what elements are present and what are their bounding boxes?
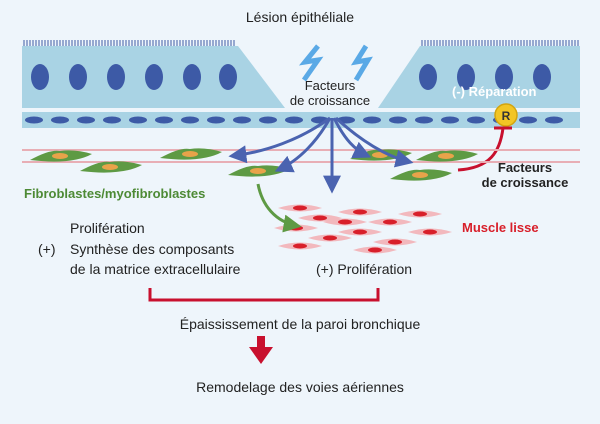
muscle-nucleus <box>313 215 327 221</box>
basal-nucleus <box>129 116 147 124</box>
epithelial-nucleus <box>145 64 163 90</box>
fibroblast-nucleus <box>412 172 428 178</box>
basal-nucleus <box>545 116 563 124</box>
basal-nucleus <box>467 116 485 124</box>
growth-factors-right-line1: Facteurs <box>497 160 553 175</box>
proliferation-bracket <box>148 288 380 302</box>
muscle-nucleus <box>323 235 337 241</box>
lightning-icon-right <box>350 44 373 82</box>
basal-nucleus <box>285 116 303 124</box>
airway-remodeling: Remodelage des voies aériennes <box>196 379 404 395</box>
basal-nuclei <box>25 116 563 124</box>
basal-nucleus <box>233 116 251 124</box>
basal-nucleus <box>363 116 381 124</box>
basal-nucleus <box>77 116 95 124</box>
muscle-nucleus <box>413 211 427 217</box>
muscle-proliferation: (+) Prolifération <box>316 261 413 277</box>
muscle-nucleus <box>353 209 367 215</box>
growth-factors-top: Facteurs de croissance <box>270 78 390 108</box>
fibroblast-nucleus <box>52 153 68 159</box>
growth-factors-right-line2: de croissance <box>481 175 569 190</box>
epithelial-nucleus <box>419 64 437 90</box>
fibroblasts-label: Fibroblastes/myofibroblastes <box>24 186 206 201</box>
growth-factors-top-line1: Facteurs <box>304 78 356 93</box>
plus-sign: (+) <box>38 241 56 257</box>
cilia <box>23 40 579 46</box>
basal-nucleus <box>519 116 537 124</box>
muscle-nucleus <box>383 219 397 225</box>
basal-nucleus <box>389 116 407 124</box>
epithelial-nucleus <box>457 64 475 90</box>
growth-factors-right: Facteurs de croissance <box>470 160 580 190</box>
basal-nucleus <box>259 116 277 124</box>
muscle-nucleus <box>293 205 307 211</box>
epithelial-nucleus <box>107 64 125 90</box>
epithelial-nucleus <box>183 64 201 90</box>
receptor-label: R <box>502 109 511 123</box>
basal-nucleus <box>25 116 43 124</box>
muscle-nucleus <box>353 229 367 235</box>
arrow-to-fibroblast-right-2 <box>334 116 414 168</box>
fibroblast-nucleus <box>182 151 198 157</box>
arrow-to-fibroblast-center <box>274 117 332 173</box>
epithelium-right <box>378 46 580 108</box>
epithelial-nuclei <box>31 64 551 90</box>
down-arrow-icon <box>249 347 273 364</box>
matrix-synthesis-line2: de la matrice extracellulaire <box>70 261 241 277</box>
inhibition-arc <box>457 127 505 172</box>
muscle-nucleus <box>368 247 382 253</box>
epithelial-nucleus <box>533 64 551 90</box>
fibroblast-proliferation: Prolifération <box>70 220 145 236</box>
basal-nucleus <box>103 116 121 124</box>
matrix-synthesis-line1: Synthèse des composants <box>70 241 235 257</box>
fibroblast-nucleus <box>102 164 118 170</box>
epithelial-nucleus <box>219 64 237 90</box>
smooth-muscle-cells <box>274 204 452 254</box>
reparation-label: (-) Réparation <box>452 84 537 99</box>
growth-factors-top-line2: de croissance <box>289 93 371 108</box>
epithelial-nucleus <box>31 64 49 90</box>
basal-nucleus <box>155 116 173 124</box>
arrow-to-fibroblast-right-1 <box>332 117 372 159</box>
fibroblast-cells <box>30 148 478 181</box>
down-arrow-shaft <box>257 336 265 348</box>
muscle-nucleus <box>293 243 307 249</box>
title-epithelial-lesion: Lésion épithéliale <box>245 9 355 25</box>
fibroblast-nucleus <box>438 153 454 159</box>
basal-nucleus <box>441 116 459 124</box>
basal-nucleus <box>51 116 69 124</box>
epithelial-nucleus <box>69 64 87 90</box>
muscle-nucleus <box>423 229 437 235</box>
smooth-muscle-label: Muscle lisse <box>462 220 539 235</box>
muscle-nucleus <box>338 219 352 225</box>
muscle-nucleus <box>388 239 402 245</box>
epithelial-nucleus <box>495 64 513 90</box>
growth-factor-arrows <box>228 116 414 194</box>
basal-nucleus <box>207 116 225 124</box>
basal-nucleus <box>181 116 199 124</box>
basal-nucleus <box>415 116 433 124</box>
lightning-icon-left <box>298 44 324 82</box>
arrow-to-fibroblast-left <box>228 116 331 164</box>
arrow-fibroblast-to-muscle <box>256 183 302 233</box>
receptor-icon <box>494 103 518 127</box>
epithelium <box>22 40 580 108</box>
fibroblast-nucleus <box>250 168 266 174</box>
bronchial-wall-thickening: Épaississement de la paroi bronchique <box>179 316 421 332</box>
